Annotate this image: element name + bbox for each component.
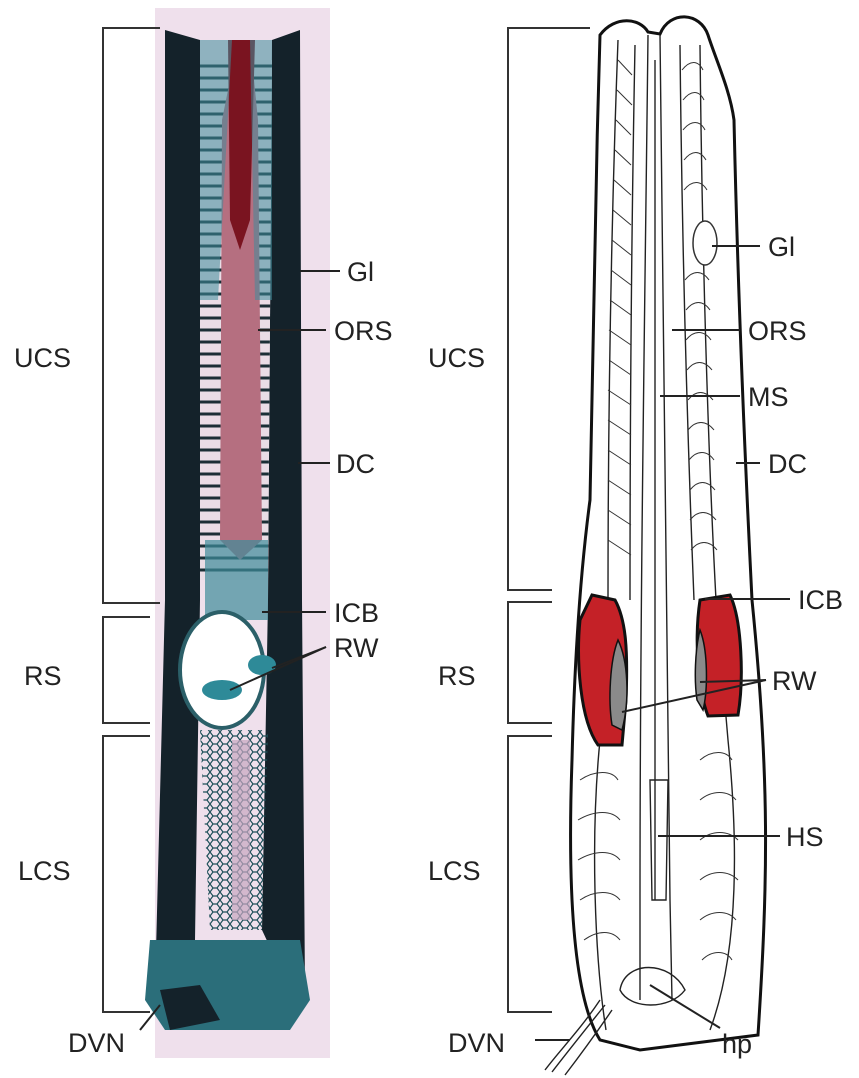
left-label-rw: RW [334,633,379,663]
right-label-ors: ORS [748,316,807,346]
right-label-gl: Gl [768,232,795,262]
histology-lower-core [232,740,250,920]
left-label-ucs: UCS [14,343,71,373]
right-label-rs: RS [438,661,476,691]
right-label-lcs: LCS [428,856,481,886]
histology-teal-mid [205,540,268,620]
left-label-rs: RS [24,661,62,691]
left-label-ors: ORS [334,316,393,346]
right-label-hp: hp [722,1029,752,1059]
right-label-icb: ICB [798,585,843,615]
left-label-dc: DC [336,449,375,479]
histology-section [145,8,330,1058]
left-label-dvn: DVN [68,1028,125,1058]
right-bracket-lcs [508,736,552,1012]
left-label-lcs: LCS [18,856,71,886]
left-bracket-rs [103,617,150,723]
right-label-dc: DC [768,449,807,479]
schematic-outer-outline [571,17,766,1050]
left-bracket-lcs [103,736,150,1012]
left-label-gl: Gl [347,257,374,287]
right-label-rw: RW [772,666,817,696]
right-label-ms: MS [748,382,789,412]
right-bracket-ucs [508,28,590,590]
histology-ring-wulst-left [202,680,242,700]
schematic-gland [693,221,717,265]
right-label-ucs: UCS [428,343,485,373]
left-label-icb: ICB [334,598,379,628]
right-label-dvn: DVN [448,1028,505,1058]
schematic-drawing [545,17,766,1075]
right-bracket-rs [508,602,552,723]
right-label-hs: HS [786,822,824,852]
left-zone-brackets [103,28,160,1012]
left-bracket-ucs [103,28,160,603]
